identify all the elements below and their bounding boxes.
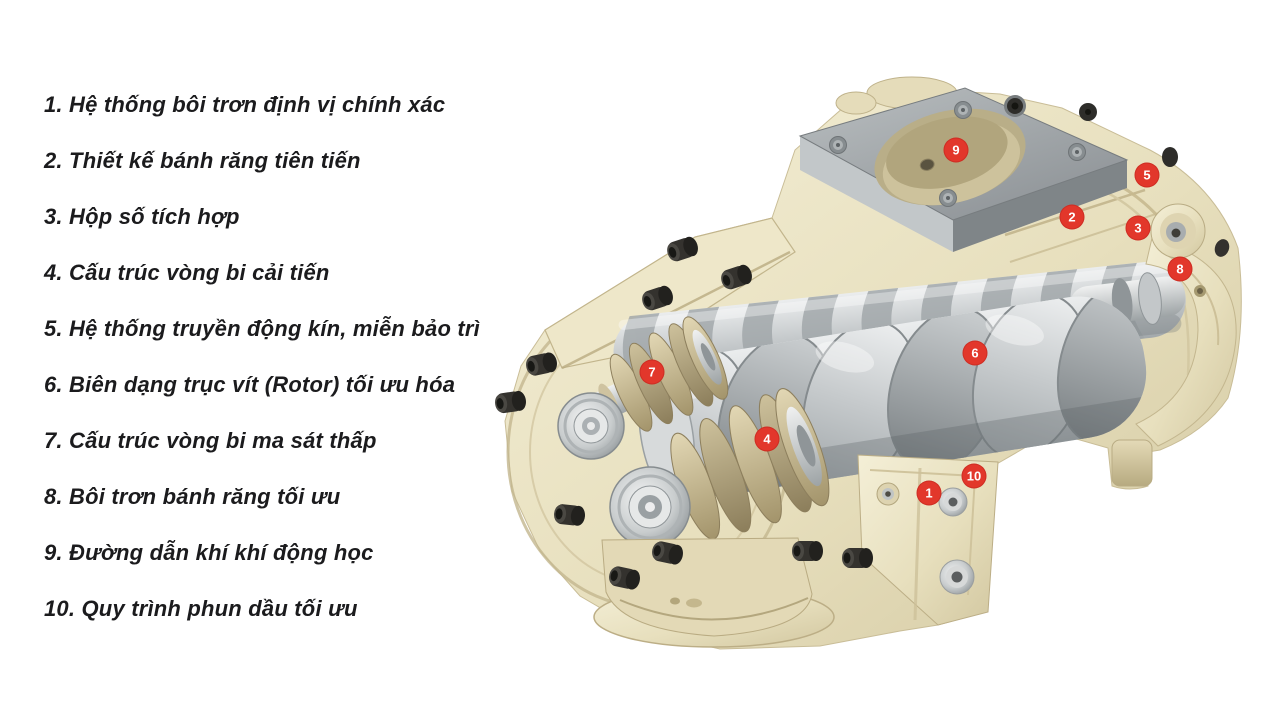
- feature-list: 1. Hệ thống bôi trơn định vị chính xác 2…: [44, 77, 524, 637]
- feature-item-7: 7. Cấu trúc vòng bi ma sát thấp: [44, 428, 377, 453]
- feature-item-2: 2. Thiết kế bánh răng tiên tiến: [44, 148, 361, 173]
- bearing-assembly-lower: [609, 388, 830, 548]
- discharge-end-bell: [1111, 203, 1237, 487]
- feature-item-3: 3. Hộp số tích hợp: [44, 204, 240, 229]
- feature-item-10: 10. Quy trình phun dầu tối ưu: [44, 596, 358, 621]
- housing-bolts: [495, 95, 1230, 590]
- socket-screw-large: [939, 559, 975, 595]
- feature-item-4: 4. Cấu trúc vòng bi cải tiến: [44, 260, 330, 285]
- socket-screw-mid: [938, 487, 968, 517]
- gearbox-boss: [1150, 203, 1206, 259]
- feature-item-8: 8. Bôi trơn bánh răng tối ưu: [44, 484, 341, 509]
- mounting-bracket: [857, 454, 999, 626]
- bearing-face-upper: [557, 392, 625, 460]
- bearing-assembly-upper: [557, 316, 729, 460]
- dowel-screw-small: [876, 482, 900, 506]
- feature-item-1: 1. Hệ thống bôi trơn định vị chính xác: [44, 92, 446, 117]
- feature-item-9: 9. Đường dẫn khí khí động học: [44, 540, 374, 565]
- feature-item-5: 5. Hệ thống truyền động kín, miễn bảo tr…: [44, 316, 480, 341]
- bearing-face-lower: [609, 466, 691, 548]
- flange-screw-holes: [829, 101, 1086, 207]
- base-foot: [593, 537, 835, 648]
- feature-item-6: 6. Biên dạng trục vít (Rotor) tối ưu hóa: [44, 372, 456, 397]
